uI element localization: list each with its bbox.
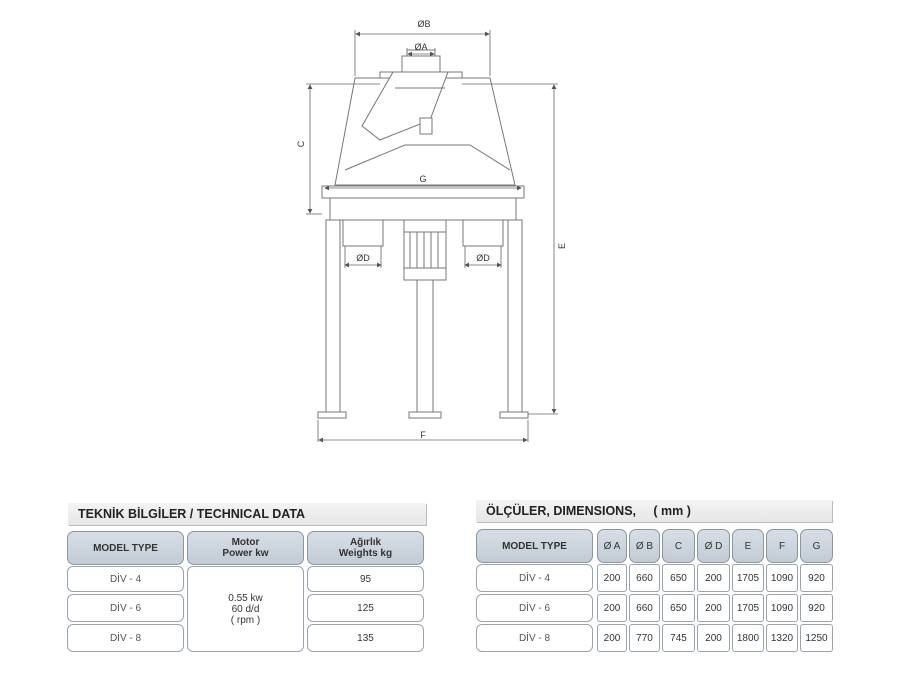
label-dim-g: G <box>419 174 426 184</box>
dims-value-cell: 200 <box>597 594 627 622</box>
label-dim-b: ØB <box>417 19 430 29</box>
label-dim-d-left: ØD <box>356 253 370 263</box>
dimension-labels: ØB ØA C G E ØD ØD F <box>296 19 567 440</box>
dims-value-cell: 1250 <box>800 624 833 652</box>
dims-value-cell: 200 <box>697 624 730 652</box>
dims-value-cell: 770 <box>629 624 660 652</box>
dims-value-cell: 920 <box>800 594 833 622</box>
dims-value-cell: 650 <box>662 594 695 622</box>
tech-header-weight: Ağırlık Weights kg <box>307 531 424 565</box>
dims-header-col: F <box>766 529 798 563</box>
label-dim-e: E <box>557 243 567 249</box>
dims-header-col: E <box>732 529 764 563</box>
dims-value-cell: 745 <box>662 624 695 652</box>
dims-value-cell: 200 <box>697 564 730 592</box>
label-dim-a: ØA <box>414 42 427 52</box>
dimension-lines <box>306 30 558 443</box>
dims-header-col: G <box>800 529 833 563</box>
dims-value-cell: 1705 <box>732 594 764 622</box>
dims-value-cell: 650 <box>662 564 695 592</box>
label-dim-f: F <box>420 430 426 440</box>
dims-value-cell: 1800 <box>732 624 764 652</box>
dimensions-title: ÖLÇÜLER, DIMENSIONS, ( mm ) <box>476 500 832 522</box>
dims-header-col: Ø D <box>697 529 730 563</box>
tech-header-motor: Motor Power kw <box>187 531 304 565</box>
dims-value-cell: 1320 <box>766 624 798 652</box>
dims-row-3-model: DİV - 8 <box>476 624 593 652</box>
label-dim-c: C <box>296 140 306 147</box>
dims-value-cell: 920 <box>800 564 833 592</box>
dims-value-cell: 1705 <box>732 564 764 592</box>
tech-row-3-model: DİV - 8 <box>67 624 184 652</box>
machine-outline <box>317 49 529 419</box>
dims-value-cell: 1090 <box>766 594 798 622</box>
dims-row-1-model: DİV - 4 <box>476 564 593 592</box>
tech-data-title: TEKNİK BİLGİLER / TECHNICAL DATA <box>68 503 426 525</box>
dims-header-model: MODEL TYPE <box>476 529 593 563</box>
dims-value-cell: 660 <box>629 594 660 622</box>
dims-header-col: C <box>662 529 695 563</box>
dims-header-col: Ø A <box>597 529 627 563</box>
dims-value-cell: 660 <box>629 564 660 592</box>
dims-value-cell: 1090 <box>766 564 798 592</box>
dims-header-col: Ø B <box>629 529 660 563</box>
tech-row-3-weight: 135 <box>307 624 424 652</box>
tech-motor-value: 0.55 kw 60 d/d ( rpm ) <box>187 566 304 652</box>
tech-header-model: MODEL TYPE <box>67 531 184 565</box>
tech-row-2-model: DİV - 6 <box>67 594 184 622</box>
tech-row-1-weight: 95 <box>307 566 424 592</box>
tech-row-2-weight: 125 <box>307 594 424 622</box>
dims-value-cell: 200 <box>697 594 730 622</box>
technical-drawing: ØB ØA C G E ØD ØD F <box>296 19 567 443</box>
label-dim-d-right: ØD <box>476 253 490 263</box>
tech-row-1-model: DİV - 4 <box>67 566 184 592</box>
dims-value-cell: 200 <box>597 564 627 592</box>
dims-row-2-model: DİV - 6 <box>476 594 593 622</box>
dims-value-cell: 200 <box>597 624 627 652</box>
